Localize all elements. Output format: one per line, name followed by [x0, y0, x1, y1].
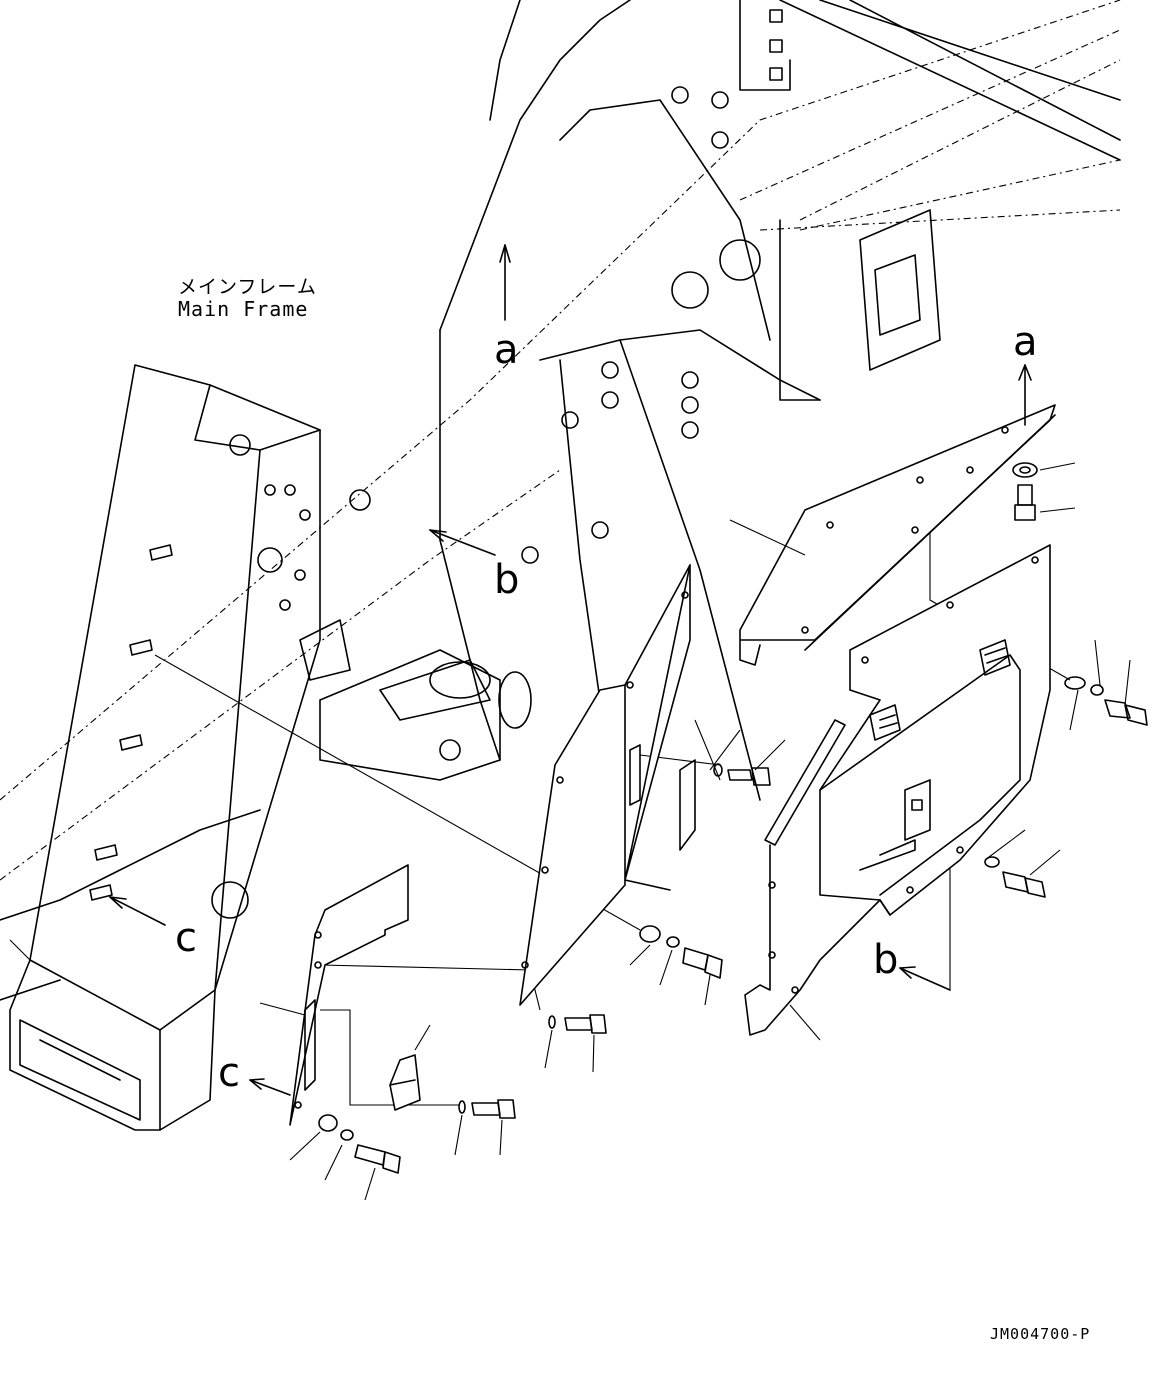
arrow-b-part	[899, 966, 951, 991]
ref-letter-a-part: a	[1013, 319, 1038, 365]
arrow-b-frame	[429, 529, 496, 556]
lower-left-cover	[259, 864, 409, 1126]
right-side-cover	[819, 544, 1051, 916]
top-cover-bracket	[729, 404, 1056, 666]
arrow-a-frame	[499, 244, 511, 321]
right-edge-trim	[744, 719, 881, 1041]
main-frame-label-jp: メインフレーム	[178, 276, 317, 298]
ref-letter-c-part: c	[218, 1050, 240, 1096]
ref-letter-a-frame: a	[494, 327, 519, 373]
left-post-frame	[9, 364, 321, 1131]
middle-cover-panel	[519, 564, 721, 1006]
right-lower-bolt-set	[984, 829, 1061, 898]
ref-letter-c-frame: c	[175, 915, 197, 961]
small-bracket	[389, 1024, 431, 1111]
ref-letter-b-frame: b	[494, 557, 520, 603]
drawing-code: JM004700-P	[990, 1325, 1091, 1343]
middle-panel-bolt-set	[629, 729, 786, 1006]
top-bolt-set	[1012, 364, 1076, 521]
ref-letter-b-part: b	[873, 937, 899, 983]
main-frame-drawing	[0, 0, 1121, 1001]
right-upper-bolt-set	[1064, 639, 1148, 731]
lower-bolt-sets	[289, 1014, 607, 1201]
main-frame-label-en: Main Frame	[178, 297, 309, 321]
arrow-c-part	[249, 1078, 291, 1096]
arrow-c-frame	[109, 896, 166, 926]
